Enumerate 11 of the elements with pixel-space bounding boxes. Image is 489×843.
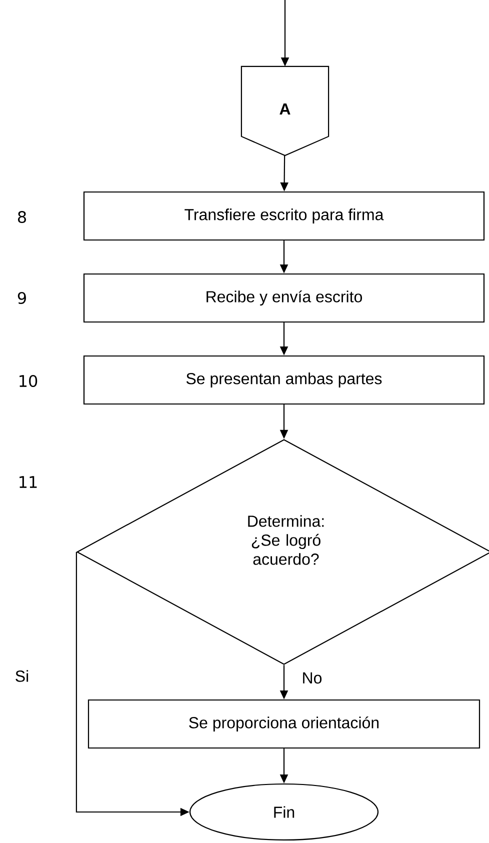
step-number: 10	[20, 374, 38, 388]
edge-label: No	[300, 671, 324, 685]
edge-label: Si	[14, 669, 30, 683]
process-box: Transfiere escrito para firma	[83, 191, 485, 241]
step-number: 9	[18, 292, 26, 304]
step-number: 11	[20, 476, 37, 488]
offpage-connector: A	[240, 66, 330, 156]
process-box: Se proporciona orientación	[88, 699, 480, 749]
process-box: Se presentan ambas partes	[83, 355, 485, 405]
process-box: Recibe y envía escrito	[83, 273, 485, 323]
step-number: 8	[18, 210, 26, 224]
